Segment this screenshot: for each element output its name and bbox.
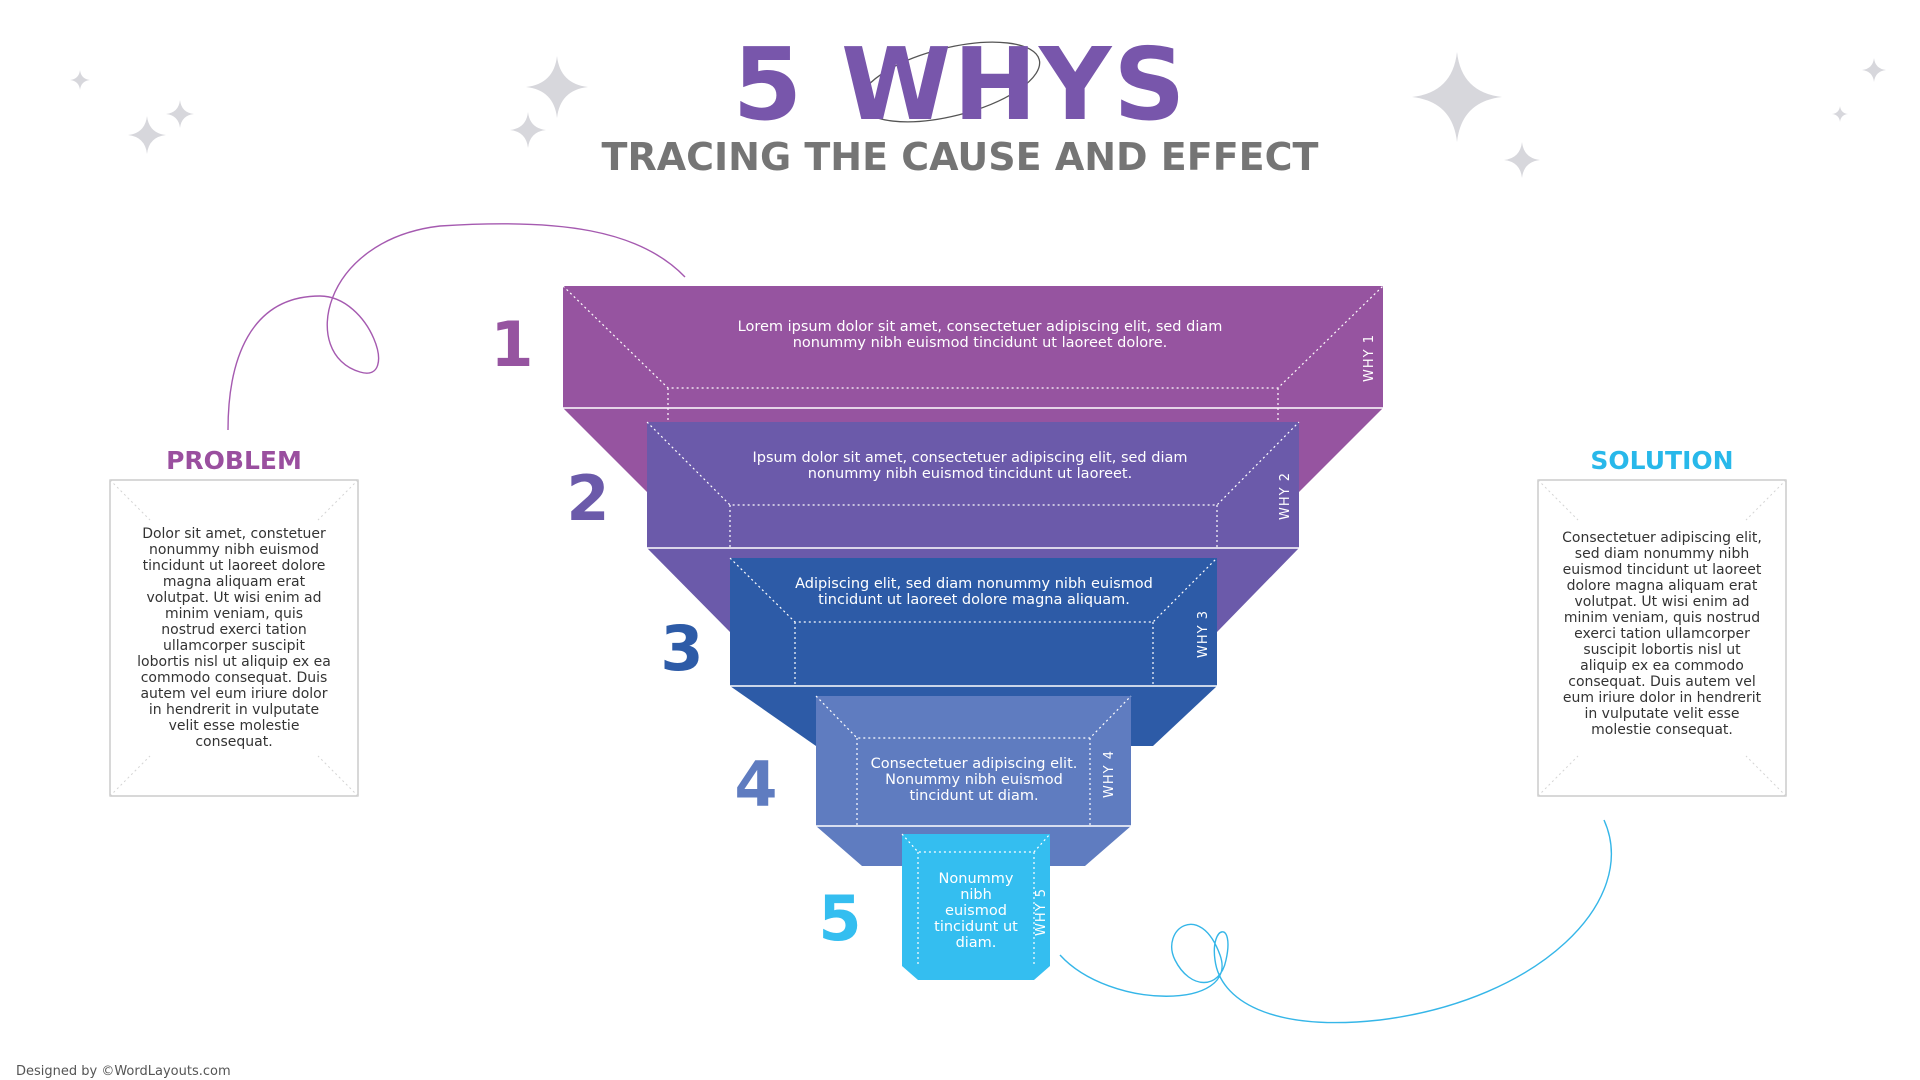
solution-text: Consectetuer adipiscing elit, sed diam n… (1562, 530, 1762, 738)
box-why-4 (816, 696, 1131, 826)
why-2-label: WHY 2 (1278, 472, 1293, 520)
step-number-1: 1 (490, 308, 534, 381)
why-3-label: WHY 3 (1196, 610, 1211, 658)
solution-card-frame (1537, 479, 1787, 797)
problem-swirl-line (227, 223, 686, 431)
box-perspective-lines (562, 285, 1384, 966)
why-3-text: Adipiscing elit, sed diam nonummy nibh e… (795, 576, 1153, 608)
step-number-2: 2 (566, 462, 610, 535)
page-subtitle: TRACING THE CAUSE AND EFFECT (601, 135, 1319, 179)
why-4-label: WHY 4 (1102, 750, 1117, 798)
box-separators (563, 407, 1383, 827)
step-number-4: 4 (734, 748, 778, 821)
card-frames (109, 479, 1787, 797)
why-2-text: Ipsum dolor sit amet, consectetuer adipi… (752, 450, 1188, 482)
box-why-3 (730, 558, 1217, 686)
footer-credit: Designed by ©WordLayouts.com (16, 1064, 231, 1079)
orbit-star-icon (972, 92, 977, 100)
orbit-ring (859, 41, 1041, 123)
box-why-2 (647, 422, 1299, 548)
why-1-label: WHY 1 (1362, 334, 1377, 382)
solution-swirl-line (1059, 819, 1612, 1024)
step-number-3: 3 (660, 612, 704, 685)
why-4-text: Consectetuer adipiscing elit. Nonummy ni… (870, 756, 1078, 804)
problem-card-frame (109, 479, 359, 797)
box-why-5 (902, 834, 1050, 966)
solution-title: SOLUTION (1590, 446, 1734, 475)
why-5-text: Nonummy nibh euismod tincidunt ut diam. (934, 871, 1018, 951)
funnel-boxes (563, 286, 1383, 966)
page-title: 5 WHYS (732, 26, 1188, 143)
step-number-5: 5 (818, 882, 862, 955)
why-5-label: WHY 5 (1034, 888, 1049, 936)
wedge-why-5 (902, 966, 1050, 980)
problem-text: Dolor sit amet, constetuer nonummy nibh … (137, 526, 331, 750)
problem-title: PROBLEM (166, 446, 302, 475)
why-1-text: Lorem ipsum dolor sit amet, consectetuer… (737, 319, 1223, 351)
